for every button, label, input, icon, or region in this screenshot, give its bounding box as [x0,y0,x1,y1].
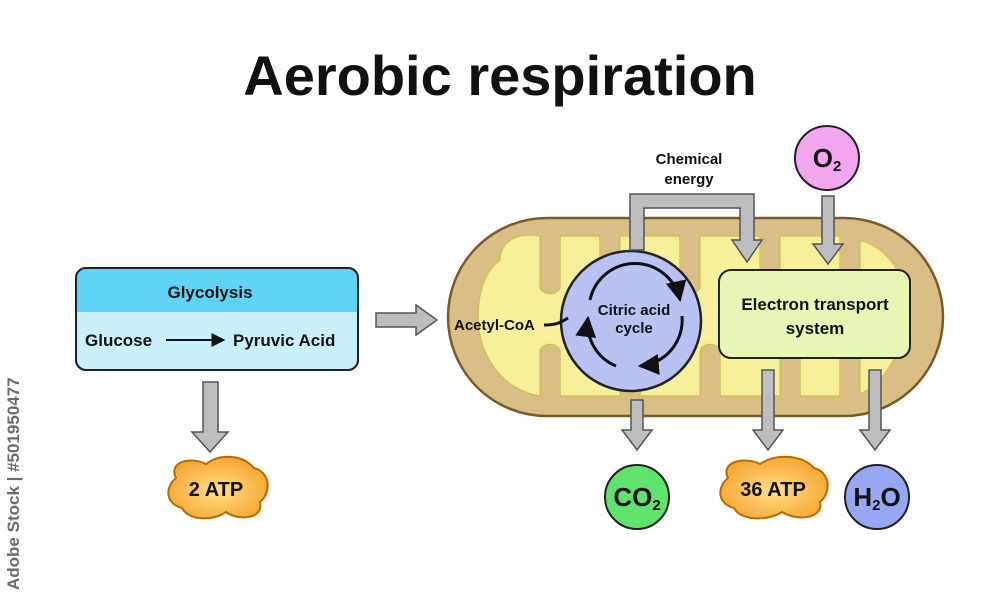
glycolysis-to-atp-arrow [190,381,230,454]
citric-acid-label: Citric acid [598,302,671,319]
atp-right-blob: 36 ATP [719,455,829,520]
glycolysis-heading: Glycolysis [167,283,252,302]
co2-circle: CO2 [604,464,670,530]
atp-right-arrow [751,369,785,452]
page-title: Aerobic respiration [243,44,756,107]
chemical-energy-line2: energy [664,171,714,188]
ets-line2: system [786,319,845,338]
h2o-label: H2O [853,482,900,514]
acetyl-coa-arrow [543,316,569,327]
chemical-energy-arrow [629,193,764,264]
glucose-label: Glucose [85,331,152,350]
oxygen-label: O2 [813,143,842,175]
ets-line1: Electron transport [741,295,889,314]
atp-right-label: 36 ATP [740,479,806,501]
citric-acid-cycle: Citric acid cycle [559,249,703,393]
electron-transport-system: Electron transport system [718,269,911,359]
h2o-arrow [858,369,892,452]
cycle-arrow-top [588,262,687,303]
oxygen-arrow [811,195,845,266]
atp-left-label: 2 ATP [189,479,243,501]
stock-watermark: Adobe Stock | #501950477 [4,360,28,590]
pyruvic-acid-label: Pyruvic Acid [233,331,335,350]
glycolysis-box: Glycolysis Glucose Pyruvic Acid [75,267,359,371]
acetyl-coa-label: Acetyl-CoA [454,317,535,334]
cycle-arrow-left [575,315,617,368]
oxygen-circle: O2 [794,125,860,191]
atp-left-blob: 2 ATP [167,455,269,520]
chemical-energy-line1: Chemical [656,151,723,168]
co2-label: CO2 [613,482,660,514]
co2-arrow [620,399,654,452]
cycle-arrow-right [637,315,684,375]
h2o-circle: H2O [844,464,910,530]
watermark-text: Adobe Stock | #501950477 [4,377,23,590]
cycle-label: cycle [615,320,653,337]
glycolysis-to-mitochondrion-arrow [375,303,439,337]
